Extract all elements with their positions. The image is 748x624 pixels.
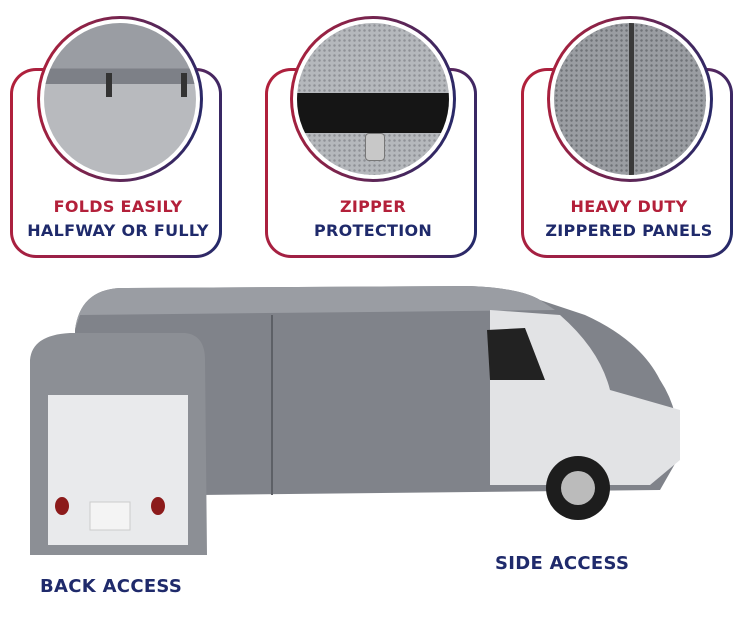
feature-subtitle: PROTECTION [313,221,433,240]
feature-photo-panels [547,16,713,182]
feature-title: ZIPPER [339,197,407,216]
feature-subtitle: HALFWAY OR FULLY [27,221,209,240]
feature-title: FOLDS EASILY [53,197,183,216]
feature-photo-folds [37,16,203,182]
rv-cover-illustration [30,286,680,555]
feature-title: HEAVY DUTY [570,197,688,216]
side-access-label: SIDE ACCESS [495,553,630,574]
back-access-label: BACK ACCESS [40,576,183,597]
feature-photo-zipper [290,16,456,182]
feature-subtitle: ZIPPERED PANELS [545,221,713,240]
